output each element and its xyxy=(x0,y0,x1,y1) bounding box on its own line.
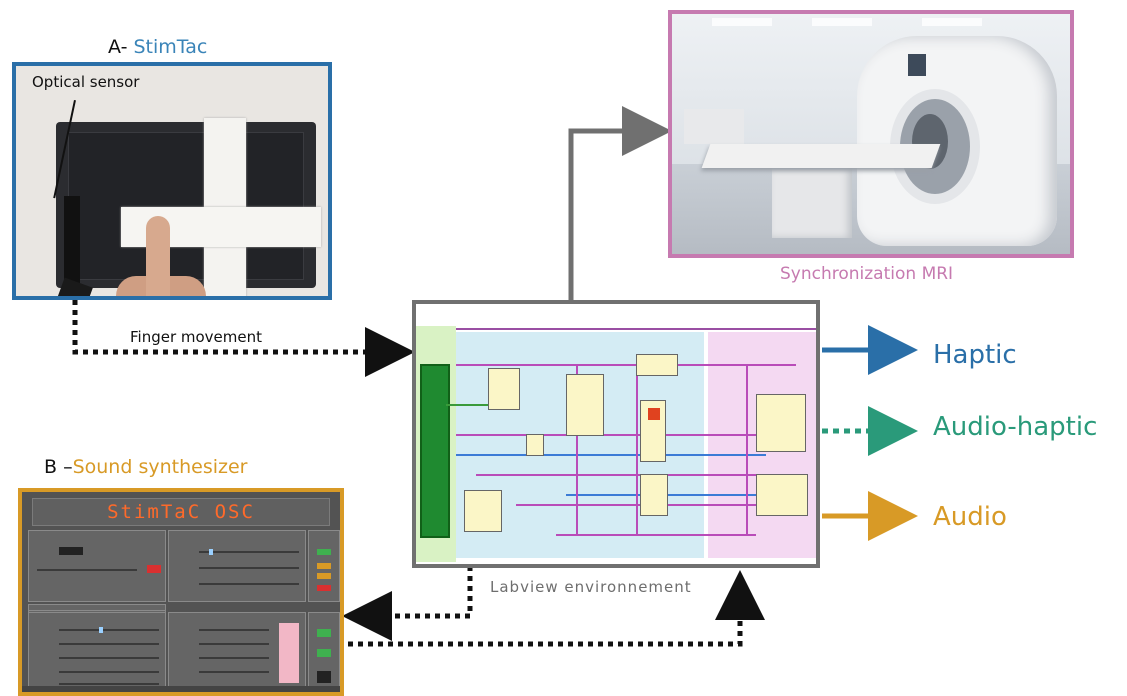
patient-table xyxy=(701,144,941,168)
finger-movement-arrow xyxy=(72,300,415,377)
finger-movement-label: Finger movement xyxy=(130,328,263,346)
patient-table-base xyxy=(772,168,852,238)
labview-label: Labview environnement xyxy=(490,578,692,596)
synth-title-prefix: B – xyxy=(44,456,73,478)
mri-label: Synchronization MRI xyxy=(780,264,954,284)
synth-panel-3 xyxy=(308,530,340,602)
stimtac-title-prefix: A- xyxy=(108,36,134,58)
mri-photo xyxy=(668,10,1074,258)
audio-label: Audio xyxy=(933,502,1007,532)
synth-panel-1 xyxy=(28,530,166,602)
scanner-display xyxy=(908,54,926,76)
synth-status-bar xyxy=(22,686,340,692)
stimtac-title-name: StimTac xyxy=(133,36,208,58)
synth-title-name: Sound synthesizer xyxy=(72,456,248,478)
stimtac-title: A- StimTac xyxy=(108,36,207,58)
finger xyxy=(146,216,170,296)
labview-to-mri-arrow xyxy=(568,106,672,300)
labview-green-region xyxy=(416,326,456,562)
sound-synthesizer-screenshot: StimTaC OSC xyxy=(18,488,344,696)
haptic-label: Haptic xyxy=(933,340,1017,370)
optical-sensor-label: Optical sensor xyxy=(30,73,142,91)
synth-title: B –Sound synthesizer xyxy=(44,456,247,478)
labview-diagram xyxy=(412,300,820,568)
synth-panel-6 xyxy=(28,612,166,692)
stimtac-photo xyxy=(12,62,332,300)
labview-to-synth-arrow xyxy=(342,566,473,641)
optical-sensor-device xyxy=(64,196,80,286)
synth-panel-2 xyxy=(168,530,306,602)
cabinet xyxy=(684,109,744,144)
synth-panel-7 xyxy=(168,612,306,692)
audio-haptic-label: Audio-haptic xyxy=(933,412,1098,442)
synth-app-title: StimTaC OSC xyxy=(32,498,330,526)
synth-to-labview-arrow xyxy=(348,570,765,647)
synth-panel-8 xyxy=(308,612,340,692)
tablet-device xyxy=(56,122,316,288)
